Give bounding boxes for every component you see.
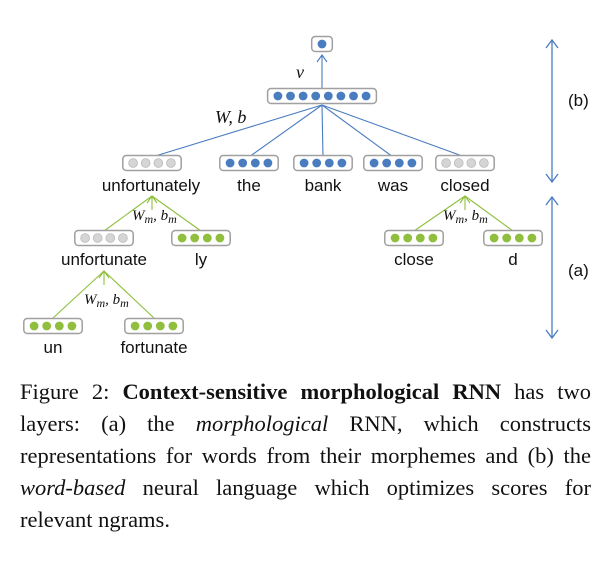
edge-ngram-to-word-2 bbox=[321, 104, 324, 158]
morph-label-ly: ly bbox=[195, 250, 208, 269]
word-node-closed bbox=[435, 154, 495, 172]
morph-weights-label-bottom: Wm, bm bbox=[84, 292, 129, 310]
edge-ngram-to-word-0 bbox=[151, 104, 323, 158]
word-label-was: was bbox=[377, 176, 408, 195]
caption-title: Context-sensitive morphological RNN bbox=[122, 379, 502, 404]
edges bbox=[52, 54, 514, 319]
caption-italic-morphological: morphological bbox=[195, 411, 329, 436]
morph-node-un bbox=[23, 317, 83, 335]
word-label-unfortunately: unfortunately bbox=[102, 176, 201, 195]
caption-part1: has two layers: (a) the bbox=[20, 379, 591, 436]
edge-unfortunately-left bbox=[103, 195, 153, 232]
morph-label-unfortunate: unfortunate bbox=[61, 250, 147, 269]
edge-ngram-to-word-4 bbox=[321, 104, 466, 158]
svg-text:Wm, bm: Wm, bm bbox=[132, 208, 177, 226]
edge-unfortunately-arrow-arrowhead bbox=[146, 195, 158, 204]
morphological-rnn-diagram: v W, b Wm, bm Wm, bm Wm, bm unfortunatel… bbox=[23, 35, 589, 357]
caption-part2: RNN, which constructs representations fo… bbox=[20, 411, 591, 468]
morph-node-d bbox=[483, 229, 543, 247]
morph-label-d: d bbox=[508, 250, 517, 269]
morph-node-close bbox=[384, 229, 444, 247]
morph-label-fortunate: fortunate bbox=[120, 338, 187, 357]
word-layer-weights-label: W, b bbox=[215, 107, 246, 127]
morph-weights-label-right: Wm, bm bbox=[443, 208, 488, 226]
edge-closed-left bbox=[413, 195, 466, 232]
morph-node-unfortunate bbox=[74, 229, 134, 247]
caption-part3: neural language which optimizes scores f… bbox=[20, 475, 591, 532]
caption-prefix: Figure 2: bbox=[20, 379, 123, 404]
morph-label-close: close bbox=[394, 250, 434, 269]
edge-unfortunate-left bbox=[52, 270, 105, 319]
word-node-bank bbox=[293, 154, 353, 172]
svg-text:Wm, bm: Wm, bm bbox=[443, 208, 488, 226]
edge-ngram-to-word-1 bbox=[248, 104, 323, 158]
layer-b-bracket bbox=[545, 38, 559, 184]
nodes bbox=[23, 35, 543, 335]
edge-v-to-ngram-arrowhead bbox=[316, 54, 328, 63]
morph-weights-label-top-left: Wm, bm bbox=[132, 208, 177, 226]
edge-unfortunate-arrow-arrowhead bbox=[98, 270, 110, 279]
caption-italic-word-based: word-based bbox=[20, 475, 126, 500]
svg-text:Wm, bm: Wm, bm bbox=[84, 292, 129, 310]
word-label-closed: closed bbox=[440, 176, 489, 195]
edge-closed-right bbox=[464, 195, 514, 232]
word-label-the: the bbox=[237, 176, 261, 195]
edge-ngram-to-word-3 bbox=[321, 104, 394, 158]
word-node-the bbox=[219, 154, 279, 172]
figure-caption: Figure 2: Context-sensitive morphologica… bbox=[20, 376, 591, 536]
word-label-bank: bank bbox=[305, 176, 342, 195]
layer-a-bracket bbox=[545, 195, 559, 340]
edge-closed-arrow-arrowhead bbox=[459, 195, 471, 204]
morph-label-un: un bbox=[44, 338, 63, 357]
morph-node-ly bbox=[171, 229, 231, 247]
morph-node-fortunate bbox=[124, 317, 184, 335]
ngram-node bbox=[266, 87, 378, 105]
output-label: v bbox=[296, 62, 304, 82]
layer-b-label: (b) bbox=[568, 91, 589, 110]
edge-unfortunately-right bbox=[151, 195, 202, 232]
edge-unfortunate-right bbox=[103, 270, 155, 319]
word-node-unfortunately bbox=[122, 154, 182, 172]
word-node-was bbox=[363, 154, 423, 172]
output-node-v bbox=[310, 35, 334, 53]
layer-a-label: (a) bbox=[568, 261, 589, 280]
